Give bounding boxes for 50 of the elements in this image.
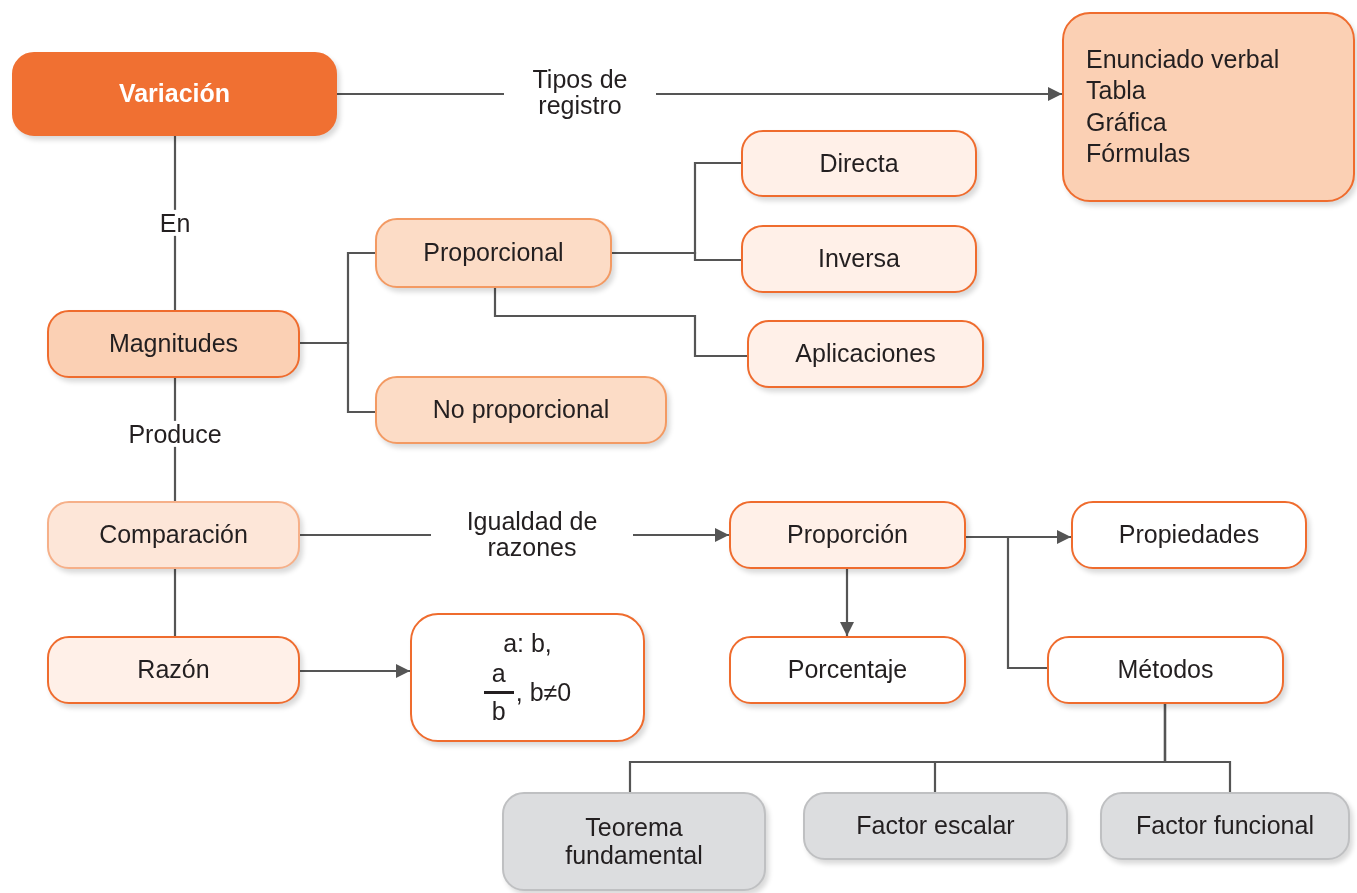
method-box [1100,792,1350,860]
node-text: Magnitudes [107,330,240,358]
concept-box [729,501,966,569]
connector-line [173,569,177,636]
list-item: Fórmulas [1086,137,1191,169]
concept-box [47,501,300,569]
node-text: Comparación [98,521,249,549]
connector-line [1163,704,1232,792]
node-text: Factor escalar [855,812,1016,840]
condition-text: , b≠0 [515,678,572,706]
concept-box [741,225,977,293]
list-item: Tabla [1086,75,1146,107]
connector-line [966,535,1047,670]
concept-box [375,376,667,444]
node-text: Proporcional [422,239,565,267]
node-text: Razón [136,656,211,684]
connector-line [612,251,741,262]
list-item: Enunciado verbal [1086,44,1280,75]
concept-box [1047,636,1284,704]
arrow [300,664,410,678]
concept-box [47,636,300,704]
concept-box [1071,501,1307,569]
node-text: Directa [818,149,900,178]
list-item: Gráfica [1086,106,1167,138]
formula-box [410,613,645,742]
denominator: b [491,697,506,725]
node-text: Propiedades [1117,521,1261,549]
node-text: Teorema fundamental [564,814,704,869]
node-text: Proporción [786,521,909,549]
list-box [1062,12,1355,202]
method-box [502,792,766,891]
concept-box [747,320,984,388]
node-text: Variación [117,80,232,108]
connector-line [300,341,375,414]
node-text: Aplicaciones [794,340,937,368]
method-box [803,792,1068,860]
concept-box [375,218,612,288]
arrow [840,569,854,636]
concept-box [47,310,300,378]
node-text: Porcentaje [786,656,909,684]
numerator: a [491,659,506,687]
concept-box [729,636,966,704]
concept-box [741,130,977,197]
connector-line [493,288,747,358]
node-text: Inversa [817,245,901,273]
node-text: Métodos [1116,656,1215,684]
title-box [12,52,337,136]
node-text: No proporcional [431,396,611,424]
ratio-text: a: b, [503,630,552,658]
node-text: Factor funcional [1135,812,1315,840]
